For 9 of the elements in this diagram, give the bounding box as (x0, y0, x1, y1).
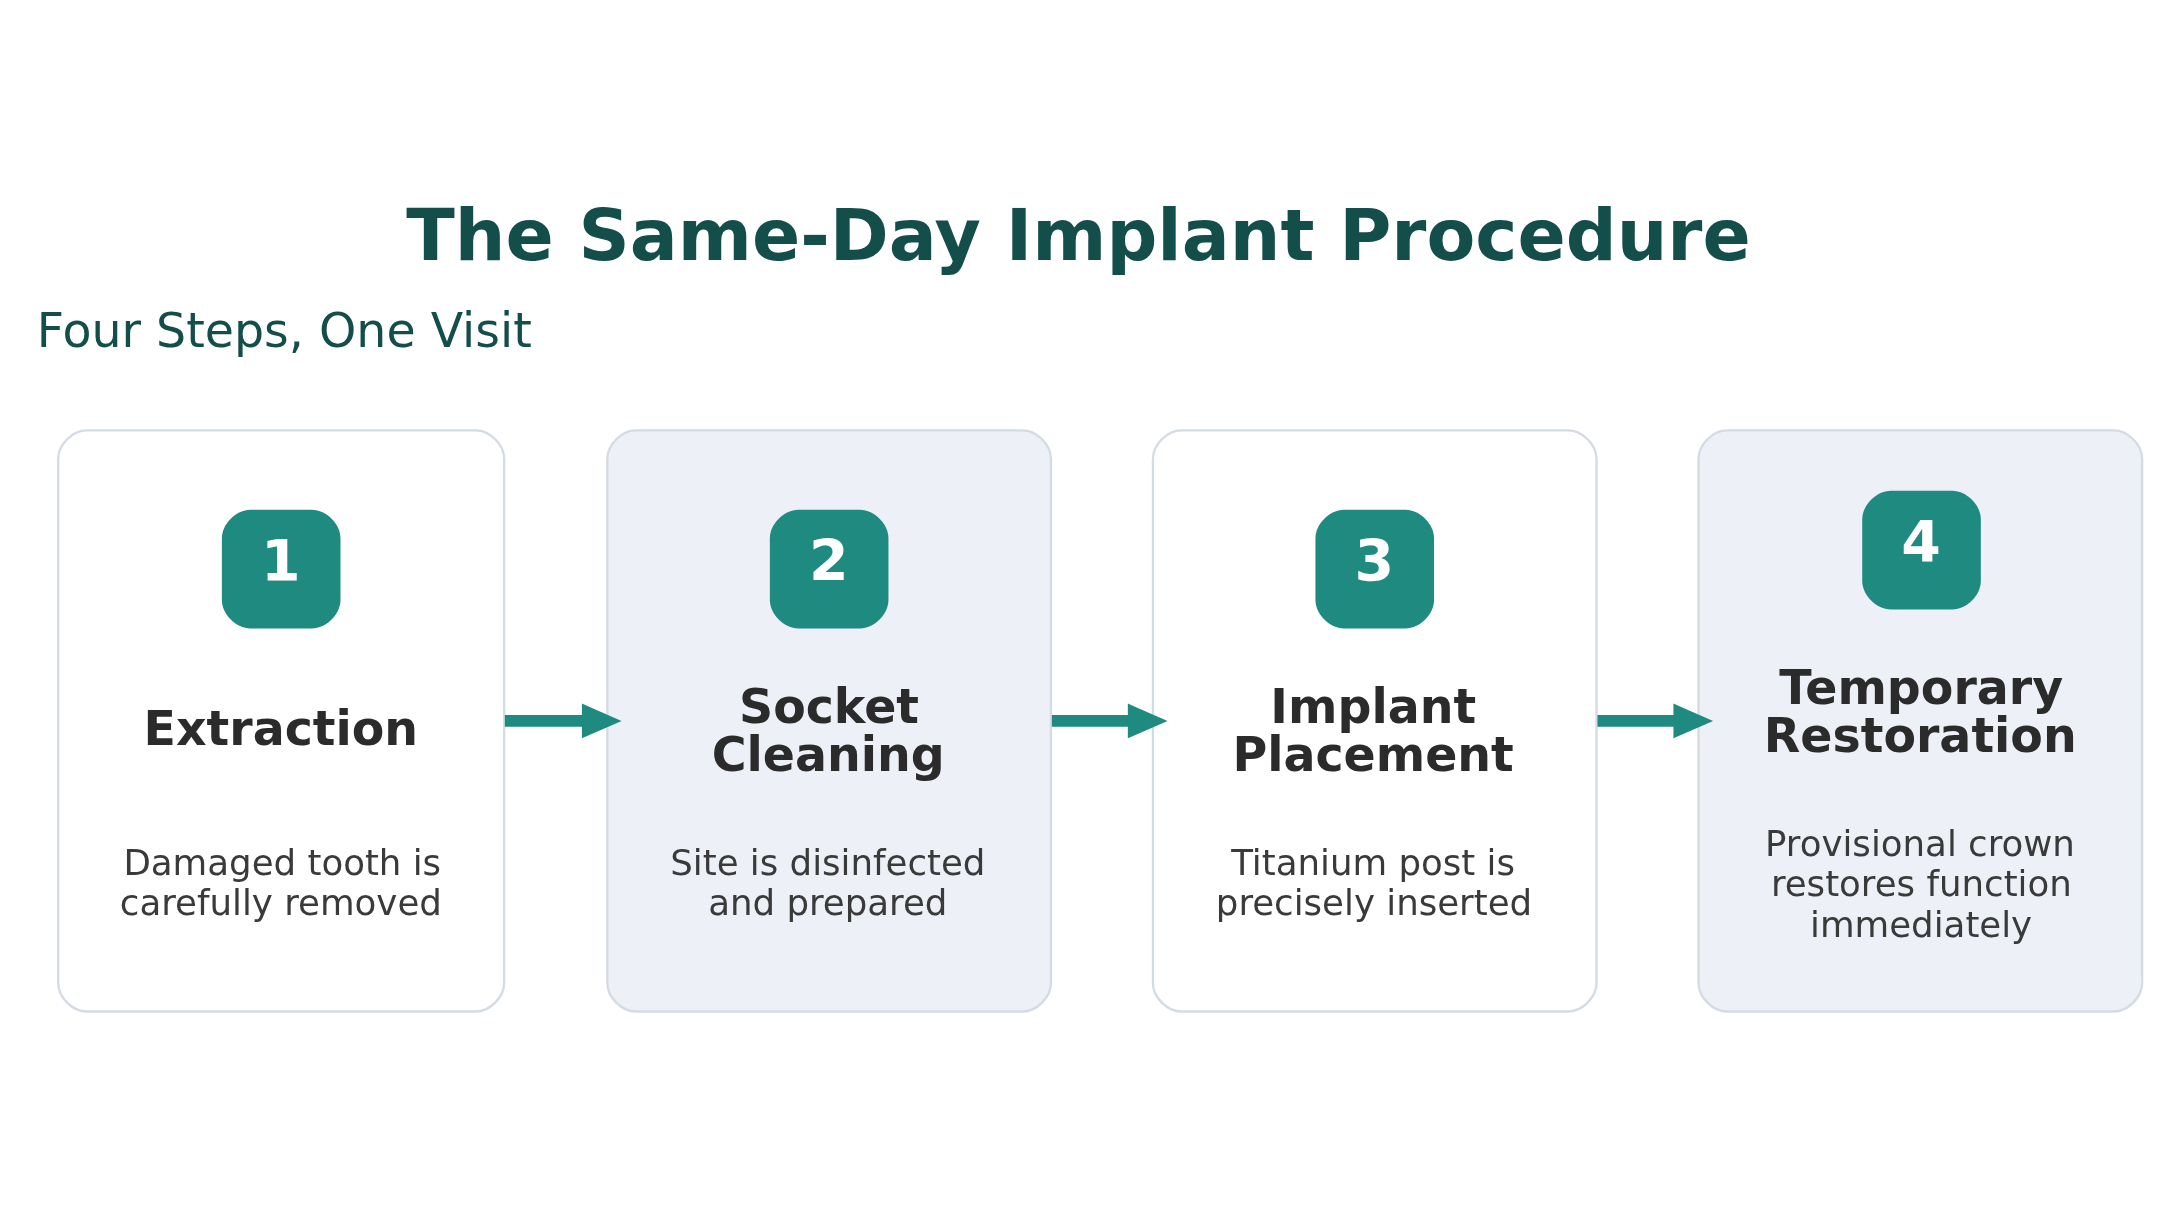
arrow (1051, 703, 1168, 738)
node-box: 1 Extraction Damaged tooth is carefully removed (57, 428, 506, 1013)
node-box: 3 Implant Placement Titanium post is precisely inserted (1151, 428, 1598, 1013)
node-box: 4 Temporary Restoration Provisional crown restores function immediately (1697, 428, 2144, 1013)
arrow (504, 703, 622, 738)
arrow (1597, 703, 1714, 738)
label: Four Steps, One Visit (36, 302, 532, 358)
diagram-title: The Same-Day Implant Procedure (406, 193, 1751, 277)
node-box: 2 Socket Cleaning Site is disinfected and prepared (606, 428, 1053, 1013)
